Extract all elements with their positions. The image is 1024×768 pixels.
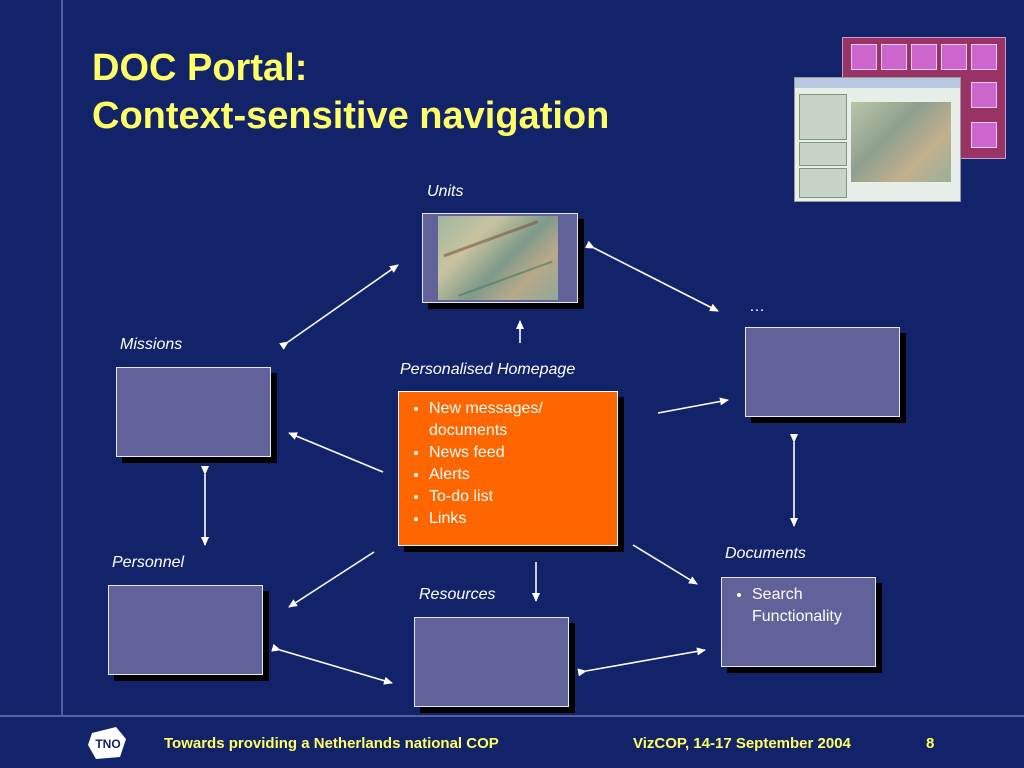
arrow-home-documents <box>632 544 698 585</box>
tno-logo: TNO <box>88 727 126 759</box>
homepage-list-item: New messages/ documents <box>429 398 609 442</box>
homepage-box[interactable]: New messages/ documents News feed Alerts… <box>398 391 618 546</box>
units-label: Units <box>427 183 464 200</box>
title-line-2: Context-sensitive navigation <box>92 95 610 137</box>
footer-event: VizCOP, 14-17 September 2004 <box>633 735 851 752</box>
resources-box[interactable] <box>414 617 569 707</box>
arrow-resources-documents <box>577 647 706 677</box>
homepage-list: New messages/ documents News feed Alerts… <box>399 392 617 530</box>
title-line-1: DOC Portal: <box>92 47 308 89</box>
other-box[interactable] <box>745 327 900 417</box>
arrow-missions-units <box>279 264 399 350</box>
portal-screenshot-front <box>794 77 961 202</box>
homepage-list-item: Alerts <box>429 464 609 486</box>
page-number: 8 <box>926 735 935 752</box>
documents-list: Search Functionality <box>722 578 875 628</box>
homepage-list-item: News feed <box>429 442 609 464</box>
personnel-box[interactable] <box>108 585 263 675</box>
homepage-list-item: Links <box>429 508 609 530</box>
units-map-image <box>438 216 558 300</box>
tno-logo-text: TNO <box>95 737 120 751</box>
missions-label: Missions <box>120 336 183 353</box>
arrow-home-other <box>657 397 729 414</box>
resources-label: Resources <box>419 586 496 603</box>
navigation-arrows <box>201 240 798 685</box>
slide-title: DOC Portal: Context-sensitive navigation <box>92 44 609 140</box>
left-divider-line <box>61 0 63 716</box>
homepage-label: Personalised Homepage <box>400 361 576 378</box>
documents-list-item: Search Functionality <box>752 584 867 628</box>
personnel-label: Personnel <box>112 554 185 571</box>
documents-box[interactable]: Search Functionality <box>721 577 876 667</box>
arrow-units-other <box>585 240 719 312</box>
documents-label: Documents <box>725 545 806 562</box>
arrow-home-missions <box>288 432 384 473</box>
arrow-home-personnel <box>288 551 375 608</box>
footer-divider-line <box>0 715 1024 717</box>
footer-title: Towards providing a Netherlands national… <box>164 735 499 752</box>
arrow-personnel-resources <box>271 643 393 685</box>
ellipsis-label: … <box>749 298 765 315</box>
missions-box[interactable] <box>116 367 271 457</box>
homepage-list-item: To-do list <box>429 486 609 508</box>
